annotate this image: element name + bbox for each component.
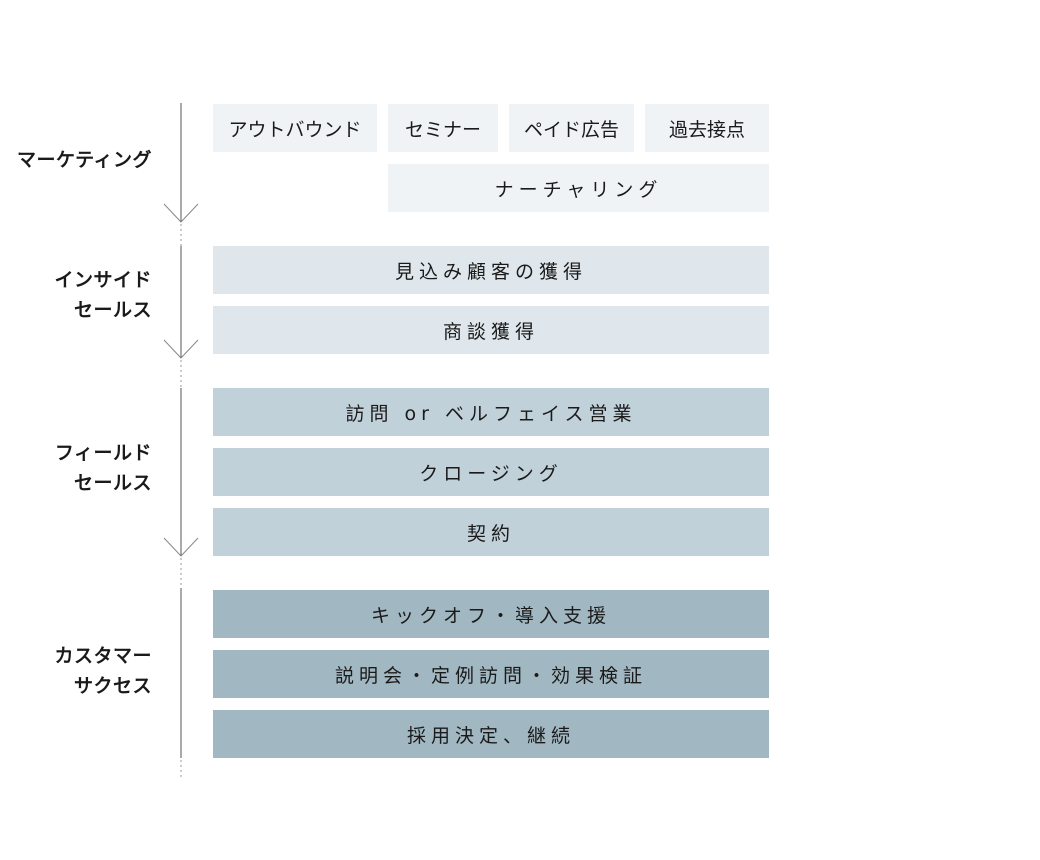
box-contract: 契約: [213, 508, 769, 556]
box-kickoff: キックオフ・導入支援: [213, 590, 769, 638]
box-seminar: セミナー: [388, 104, 498, 152]
box-closing: クロージング: [213, 448, 769, 496]
box-briefing: 説明会・定例訪問・効果検証: [213, 650, 769, 698]
box-past-contact: 過去接点: [645, 104, 769, 152]
box-outbound: アウトバウンド: [213, 104, 377, 152]
stage-label-inside-sales: インサイド セールス: [54, 269, 152, 321]
stage-label-field-sales: フィールド セールス: [54, 442, 152, 494]
down-arrow-icon: [163, 339, 199, 359]
stage-label-customer-success: カスタマー サクセス: [54, 645, 152, 697]
box-lead-acquisition: 見込み顧客の獲得: [213, 246, 769, 294]
box-visit-sales: 訪問 or ベルフェイス営業: [213, 388, 769, 436]
box-deal-acquisition: 商談獲得: [213, 306, 769, 354]
stage-label-marketing: マーケティング: [17, 149, 152, 171]
box-paid-ads: ペイド広告: [509, 104, 634, 152]
down-arrow-icon: [163, 537, 199, 557]
box-nurturing: ナーチャリング: [388, 164, 769, 212]
down-arrow-icon: [163, 203, 199, 223]
box-adoption: 採用決定、継続: [213, 710, 769, 758]
